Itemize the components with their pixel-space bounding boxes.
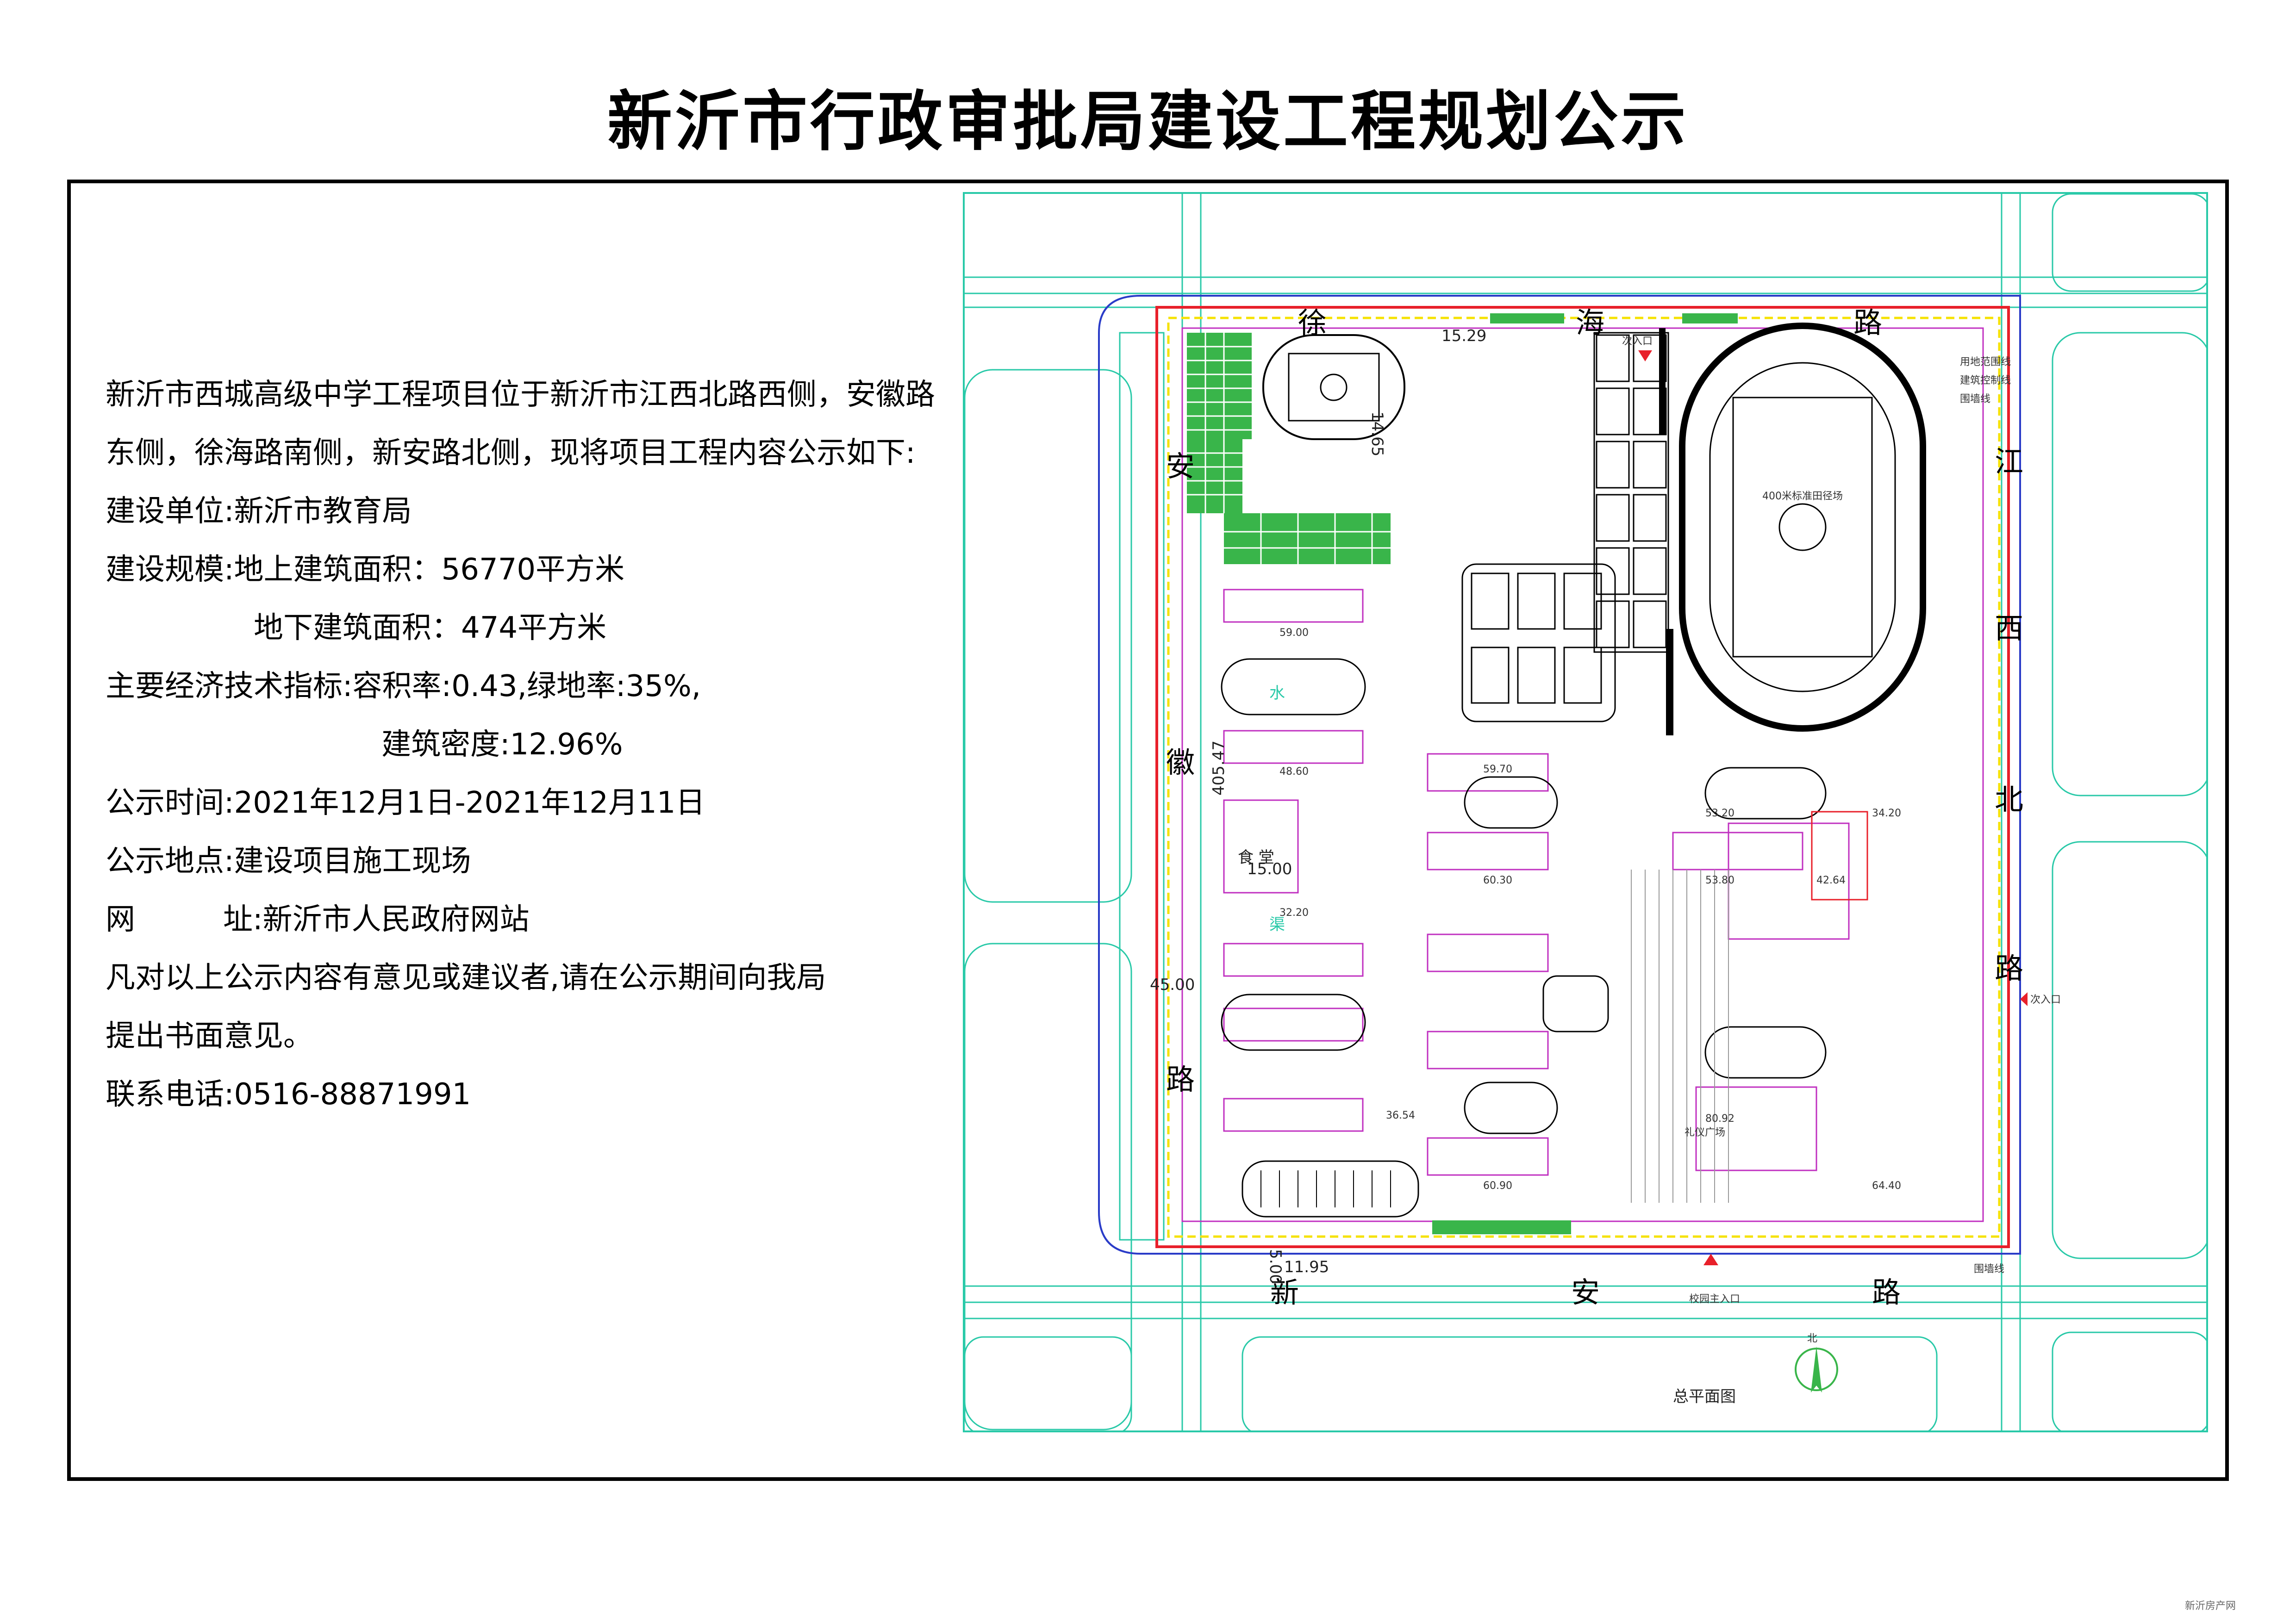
dim-18: 64.40	[1872, 1180, 1901, 1192]
notice-scale-above: 建设规模:地上建筑面积：56770平方米	[106, 553, 625, 587]
notice-phone: 联系电话:0516-88871991	[106, 1077, 471, 1112]
plaza-label: 礼仪广场	[1685, 1127, 1725, 1138]
page-title: 新沂市行政审批局建设工程规划公示	[607, 84, 1689, 160]
road-east-1: 江	[1995, 445, 2023, 479]
main-track	[1679, 323, 1926, 732]
road-north-3: 路	[1853, 306, 1882, 340]
field-label: 400米标准田径场	[1762, 491, 1843, 502]
small-field-circle	[1320, 373, 1348, 401]
notice-opinion-1: 凡对以上公示内容有意见或建议者,请在公示期间向我局	[106, 961, 826, 995]
garden-hatch	[1811, 811, 1868, 901]
notice-place: 公示地点:建设项目施工现场	[106, 844, 471, 878]
dim-13: 42.64	[1816, 875, 1846, 886]
notice-time: 公示时间:2021年12月1日-2021年12月11日	[106, 786, 705, 820]
legend-wall-line: 围墙线	[1960, 393, 1990, 405]
notice-web: 网 址:新沂市人民政府网站	[106, 890, 962, 949]
dim-3: 405.47	[1210, 740, 1228, 796]
road-east-2: 西	[1995, 611, 2023, 645]
road-south-3: 路	[1872, 1275, 1901, 1309]
road-west-2: 徽	[1166, 746, 1195, 779]
lawn-ovals	[1221, 658, 1827, 1134]
north-arrow-label: 北	[1807, 1333, 1817, 1344]
outer-boundary	[1098, 295, 2021, 1255]
small-track	[1262, 334, 1405, 440]
green-strip-north-2	[1490, 313, 1564, 323]
road-west-3: 路	[1166, 1063, 1195, 1096]
dim-16: 32.20	[1279, 907, 1309, 919]
green-parking-grid	[1187, 333, 1391, 564]
dim-1: 15.29	[1441, 327, 1486, 345]
road-east-3: 北	[1995, 783, 2023, 816]
dim-9: 53.20	[1705, 808, 1734, 819]
dim-8: 59.70	[1483, 764, 1512, 775]
road-north-2: 海	[1576, 306, 1604, 340]
south-parking-lines	[1260, 1170, 1391, 1207]
main-field-circle	[1778, 503, 1827, 551]
south-entrance-marker	[1703, 1254, 1718, 1265]
dim-7: 11.95	[1284, 1258, 1329, 1276]
north-arrow	[1811, 1346, 1822, 1393]
west-buildings	[1223, 589, 1850, 1176]
road-north-1: 徐	[1298, 306, 1327, 340]
dim-20: 36.54	[1386, 1110, 1415, 1121]
green-strip-north	[1682, 313, 1738, 323]
east-entrance-marker	[2020, 992, 2028, 1006]
notice-intro: 新沂市西城高级中学工程项目位于新沂市江西北路西侧，安徽路东侧，徐海路南侧，新安路…	[106, 378, 935, 470]
legend-control-line: 建筑控制线	[1960, 375, 2011, 386]
notice-scale-below: 地下建筑面积：474平方米	[254, 611, 607, 645]
road-south-1: 新	[1270, 1275, 1299, 1309]
basketball-courts	[1593, 332, 1669, 653]
notice-web-value: 址:新沂市人民政府网站	[223, 902, 530, 937]
north-entrance-label: 次入口	[1622, 336, 1653, 347]
east-entrance-label: 次入口	[2030, 994, 2061, 1006]
notice-builder: 建设单位:新沂市教育局	[106, 494, 412, 529]
dim-6: 5.00	[1266, 1249, 1285, 1284]
dim-10: 34.20	[1872, 808, 1901, 819]
dim-15: 48.60	[1279, 766, 1309, 777]
canal-band	[1119, 332, 1165, 1241]
notice-indicators-1: 主要经济技术指标:容积率:0.43,绿地率:35%,	[106, 669, 701, 703]
plan-title: 总平面图	[1673, 1387, 1736, 1406]
watermark: 新沂房产网	[2185, 1600, 2236, 1612]
main-field	[1732, 397, 1873, 658]
dim-14: 59.00	[1279, 627, 1309, 639]
dim-2: 14.65	[1368, 411, 1386, 456]
tennis-courts	[1461, 563, 1616, 722]
canal-char-1: 水	[1269, 684, 1285, 703]
grandstand-1	[1659, 328, 1666, 435]
site-plan-drawing: 400米标准田径场	[965, 194, 2206, 1430]
dim-5: 45.00	[1150, 976, 1195, 994]
canteen-label: 食 堂	[1238, 848, 1274, 867]
south-parking	[1242, 1160, 1419, 1218]
notice-frame	[67, 180, 2229, 1481]
south-entrance-label: 校园主入口	[1689, 1293, 1740, 1305]
fence-label: 围墙线	[1974, 1263, 2004, 1275]
small-field	[1288, 353, 1380, 422]
main-track-inner	[1709, 362, 1896, 692]
dim-4: 15.00	[1247, 860, 1292, 878]
green-grid-lines	[1187, 333, 1391, 564]
grandstand-2	[1666, 629, 1673, 735]
dim-12: 53.80	[1705, 875, 1734, 886]
plaza-stripes	[1631, 870, 1729, 1203]
control-line	[1167, 317, 2001, 1238]
notice-indicators-2: 建筑密度:12.96%	[381, 728, 623, 762]
dim-11: 60.30	[1483, 875, 1512, 886]
road-east-4: 路	[1995, 951, 2023, 985]
dim-17: 80.92	[1705, 1113, 1734, 1125]
dim-19: 60.90	[1483, 1180, 1512, 1192]
site-boundary	[1155, 306, 2010, 1248]
notice-web-label: 网	[106, 902, 135, 937]
north-entrance-marker	[1638, 350, 1652, 361]
notice-opinion-2: 提出书面意见。	[106, 1019, 313, 1053]
site-plan: 400米标准田径场	[963, 192, 2208, 1432]
legend-site-line: 用地范围线	[1960, 356, 2011, 368]
wall-line	[1181, 327, 1984, 1222]
road-west-1: 安	[1166, 449, 1195, 483]
green-strip-south	[1432, 1220, 1571, 1234]
notice-text: 新沂市西城高级中学工程项目位于新沂市江西北路西侧，安徽路东侧，徐海路南侧，新安路…	[106, 366, 962, 1124]
canal-char-2: 渠	[1269, 915, 1285, 934]
road-south-2: 安	[1571, 1275, 1600, 1309]
